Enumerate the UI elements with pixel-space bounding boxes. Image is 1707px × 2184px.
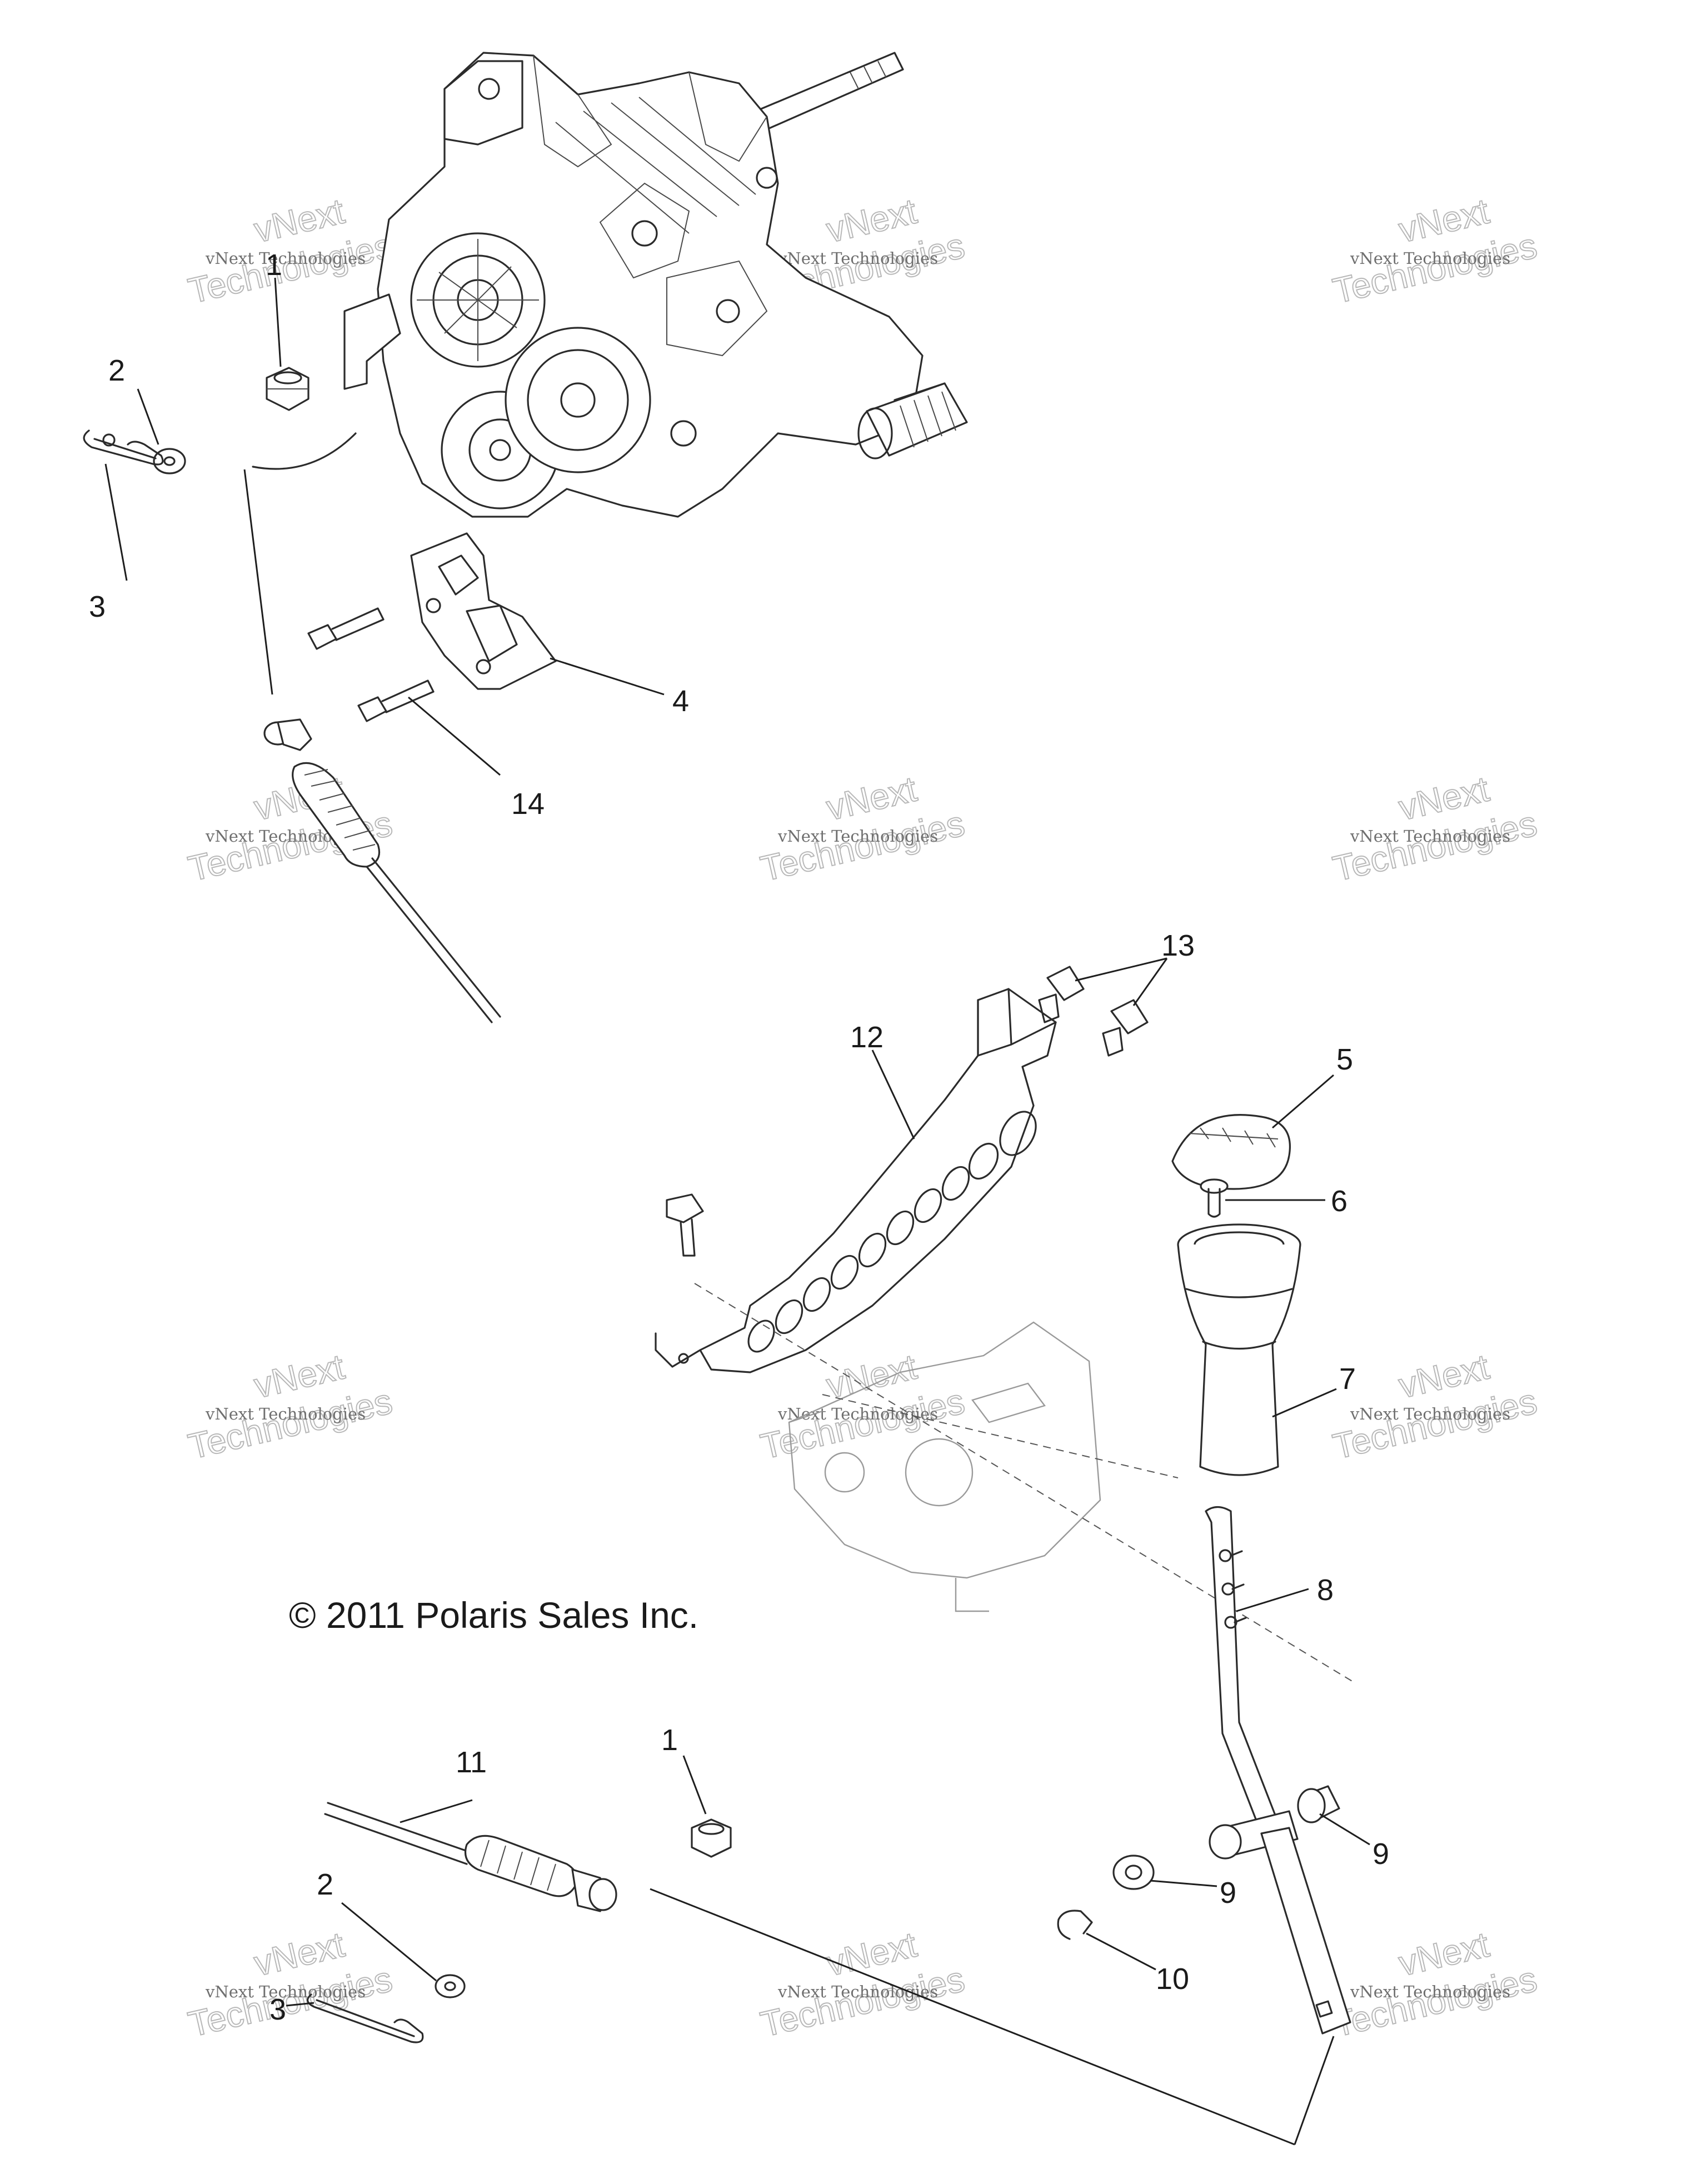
callout-2-top: 2 (108, 354, 125, 387)
watermark-text: vNext Technologies (777, 1405, 938, 1423)
callout-10: 10 (1156, 1962, 1189, 1996)
transmission-assembly (343, 52, 968, 518)
nut-bottom (691, 1818, 732, 1858)
watermark-text: vNext Technologies (205, 1405, 366, 1423)
watermark-text: vNext Technologies (1350, 1405, 1510, 1423)
callout-6: 6 (1331, 1185, 1347, 1218)
shift-support-bracket (655, 988, 1057, 1373)
watermark-text: vNext Technologies (777, 827, 938, 846)
copyright-notice: © 2011 Polaris Sales Inc. (289, 1595, 698, 1636)
screw (1200, 1178, 1229, 1218)
nut-top (266, 367, 310, 411)
callout-2-bottom: 2 (317, 1868, 333, 1901)
callout-13: 13 (1161, 929, 1195, 962)
callout-5: 5 (1336, 1043, 1353, 1076)
callout-9-lower: 9 (1220, 1876, 1236, 1910)
bushing-right (1297, 1785, 1340, 1823)
watermark-text: vNext Technologies (777, 1982, 938, 2001)
alignment-line (694, 1283, 1356, 1684)
callout-7: 7 (1339, 1362, 1356, 1396)
console-panel-ghost (788, 1321, 1101, 1612)
watermark-text: vNext Technologies (1350, 1982, 1510, 2001)
watermark-text: vNext Technologies (1350, 827, 1510, 846)
hairpin-clip-bottom (307, 1993, 424, 2043)
bolt-lower (357, 679, 435, 722)
callout-9-right: 9 (1372, 1837, 1389, 1871)
callout-8: 8 (1317, 1573, 1334, 1607)
shift-knob-cap (1171, 1114, 1291, 1190)
callout-14: 14 (511, 787, 545, 821)
callout-3-top: 3 (89, 590, 106, 623)
callout-4: 4 (672, 684, 689, 718)
washer-top (153, 448, 186, 474)
bushing-lower (1112, 1855, 1155, 1890)
watermark-layer: Technologies vNext vNext Technologies Te… (184, 190, 1541, 2045)
support-bolt (666, 1193, 704, 1257)
callout-1-bottom: 1 (661, 1723, 678, 1757)
cable-upper-end (263, 718, 501, 1023)
push-pin-upper (1038, 966, 1085, 1023)
washer-bottom (435, 1974, 466, 1998)
nut-indicator-arc (252, 432, 357, 470)
watermark-text: vNext Technologies (1350, 249, 1510, 268)
alignment-line (822, 1394, 1179, 1478)
shift-cable-lower (324, 1802, 617, 1912)
hairpin-clip-top (83, 429, 164, 466)
bolt-upper (307, 607, 385, 650)
watermark-text: vNext Technologies (205, 249, 366, 268)
callout-1-top: 1 (266, 248, 282, 282)
watermark-text: vNext Technologies (205, 1982, 366, 2001)
callout-11: 11 (456, 1746, 487, 1779)
callout-12: 12 (850, 1021, 884, 1054)
leader-lines (104, 277, 1370, 2146)
watermark-text: vNext Technologies (777, 249, 938, 268)
callout-3-bottom: 3 (269, 1993, 286, 2026)
bracket-plate (410, 532, 557, 690)
shift-boot (1177, 1223, 1301, 1476)
push-pin-lower (1102, 999, 1149, 1057)
shift-lever (1205, 1506, 1351, 2035)
e-clip (1057, 1910, 1093, 1940)
